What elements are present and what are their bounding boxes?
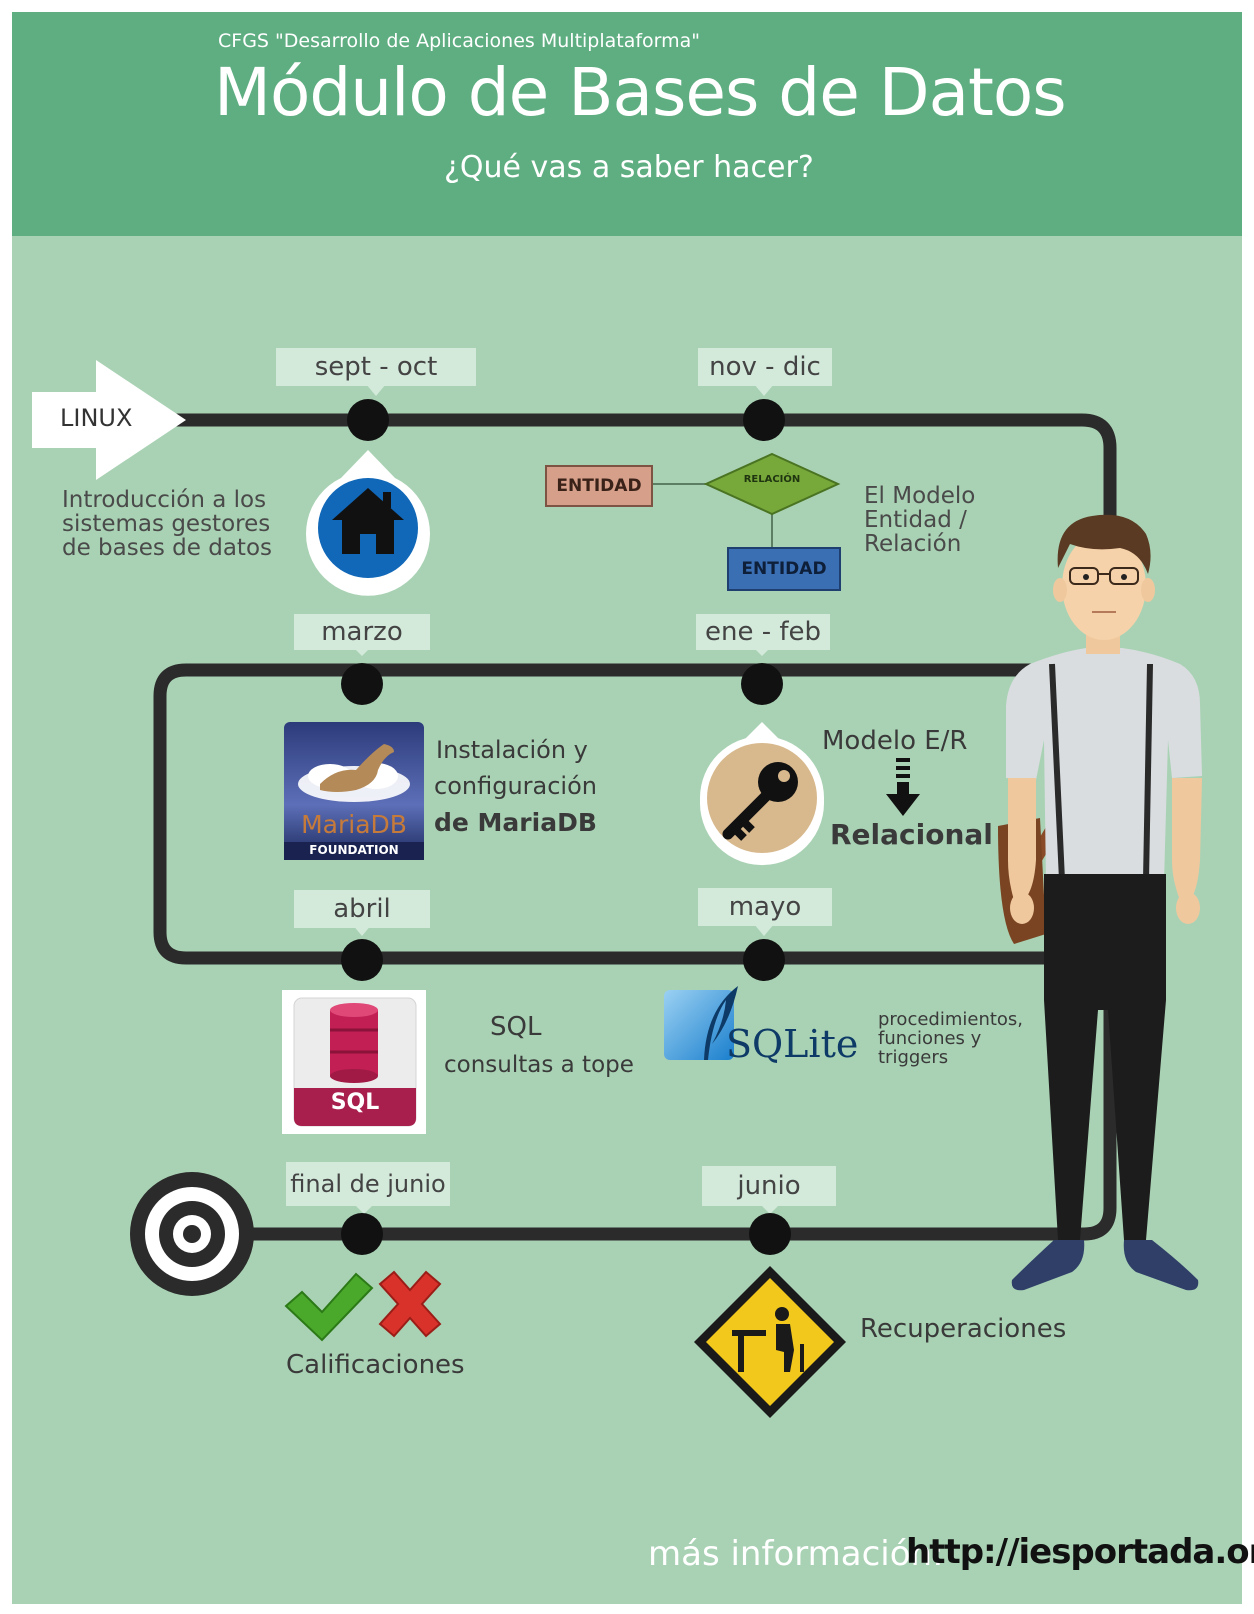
mariadb-logo-sub: FOUNDATION — [309, 843, 399, 857]
header-band — [12, 12, 1242, 236]
tag-sept-oct: sept - oct — [276, 348, 476, 386]
target-icon — [130, 1172, 254, 1296]
page-title: Módulo de Bases de Datos — [214, 54, 1067, 131]
footer-url-link[interactable]: http://iesportada.org — [906, 1532, 1254, 1572]
mariadb-logo-text: MariaDB — [301, 810, 407, 839]
timeline-dots — [341, 399, 791, 1255]
check-icon — [284, 1272, 374, 1342]
timeline-track — [150, 413, 1117, 1241]
student-illustration — [998, 514, 1202, 1291]
start-arrow — [32, 360, 186, 480]
m3-bottom: Relacional — [830, 818, 993, 851]
page-subtitle: ¿Qué vas a saber hacer? — [444, 150, 814, 185]
er-entity-a: ENTIDAD — [556, 476, 642, 496]
m7-description: Recuperaciones — [860, 1314, 1067, 1344]
er-diagram — [545, 452, 841, 591]
sqlite-logo-text: SQLite — [726, 1022, 859, 1066]
m3-top: Modelo E/R — [822, 726, 968, 756]
home-icon — [306, 450, 431, 596]
start-label: LINUX — [60, 404, 133, 432]
arrow-down-icon — [886, 758, 920, 816]
sql-database-icon — [282, 990, 426, 1134]
mariadb-logo — [284, 722, 424, 860]
tag-abril: abril — [294, 890, 430, 928]
m4-line3: de MariaDB — [434, 808, 597, 837]
tag-ene-feb: ene - feb — [696, 614, 830, 650]
er-relation: RELACIÓN — [743, 474, 801, 485]
m6-description: procedimientos, funciones y triggers — [878, 1009, 1024, 1068]
m1-description: Introducción a los sistemas gestores de … — [62, 487, 273, 561]
cross-icon — [378, 1270, 442, 1338]
tag-junio: junio — [702, 1166, 836, 1206]
header-kicker: CFGS "Desarrollo de Aplicaciones Multipl… — [218, 30, 701, 52]
exam-sign-icon — [694, 1266, 846, 1418]
m2-description: El Modelo Entidad / Relación — [864, 483, 976, 557]
m8-description: Calificaciones — [286, 1350, 465, 1380]
m4-line1: Instalación y — [436, 736, 588, 764]
m5-subtitle: consultas a tope — [444, 1052, 634, 1078]
er-entity-b: ENTIDAD — [741, 559, 827, 579]
m5-title: SQL — [490, 1012, 542, 1042]
tag-mayo: mayo — [698, 888, 832, 926]
key-icon — [699, 722, 824, 866]
footer-label: más información: — [648, 1534, 944, 1574]
tag-marzo: marzo — [294, 614, 430, 650]
tag-final-de-junio: final de junio — [286, 1162, 450, 1206]
tag-nov-dic: nov - dic — [698, 348, 832, 386]
m4-line2: configuración — [434, 772, 597, 800]
sql-icon-label: SQL — [330, 1090, 380, 1115]
sqlite-logo — [664, 986, 738, 1060]
